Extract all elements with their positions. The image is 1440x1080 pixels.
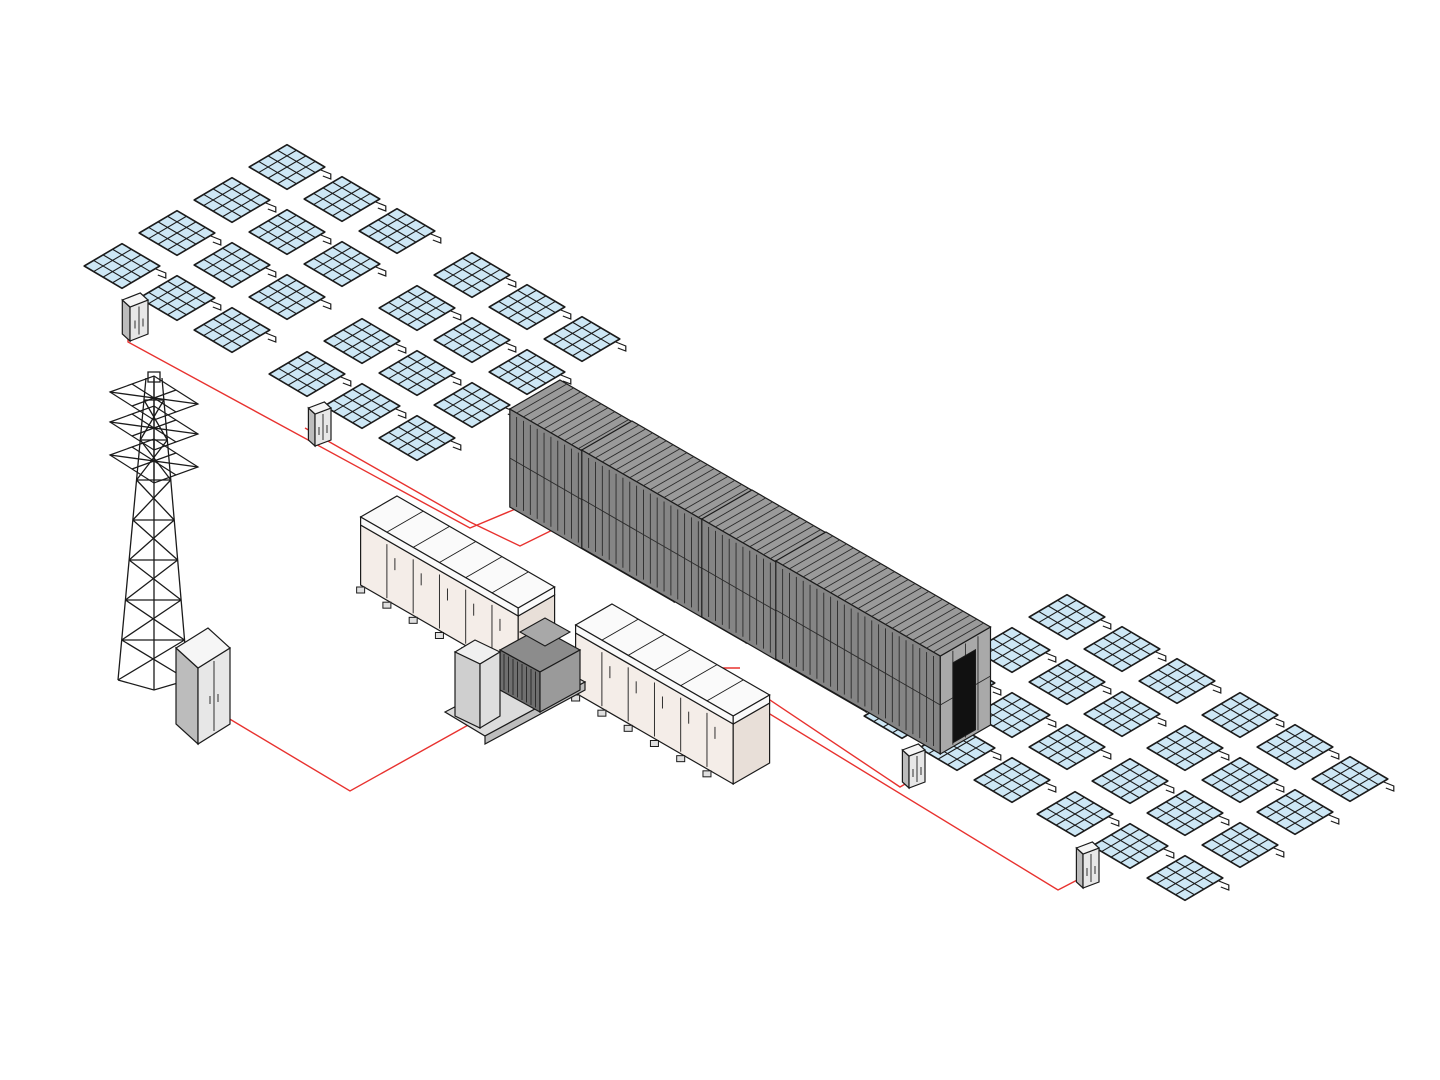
transformer-cabinet bbox=[453, 639, 502, 730]
solar-panel bbox=[83, 242, 167, 290]
combiner-box bbox=[121, 292, 150, 343]
solar-panel bbox=[248, 208, 332, 256]
solar-panel bbox=[973, 691, 1057, 739]
solar-array-north-center bbox=[268, 251, 627, 462]
solar-panel bbox=[1146, 854, 1230, 902]
solar-panel bbox=[973, 756, 1057, 804]
solar-panel bbox=[323, 382, 407, 430]
solar-panel bbox=[323, 317, 407, 365]
solar-panel bbox=[1036, 790, 1120, 838]
solar-array-south-east bbox=[1036, 691, 1395, 902]
solar-panel bbox=[433, 316, 517, 364]
solar-panel bbox=[1146, 724, 1230, 772]
solar-panel bbox=[1091, 757, 1175, 805]
combiner-box bbox=[901, 743, 927, 790]
solar-array-south-center bbox=[863, 593, 1222, 804]
grid-cabinet-body bbox=[175, 627, 231, 746]
solar-panel bbox=[1028, 593, 1112, 641]
solar-panel bbox=[1028, 658, 1112, 706]
container-open-door bbox=[952, 648, 976, 744]
pcs-skid bbox=[356, 495, 556, 678]
solar-panel bbox=[433, 381, 517, 429]
solar-panel bbox=[1201, 821, 1285, 869]
solar-panel bbox=[1083, 625, 1167, 673]
tower-cross-arm bbox=[108, 405, 200, 451]
solar-panel bbox=[433, 251, 517, 299]
solar-array-layer bbox=[83, 143, 1395, 902]
solar-panel bbox=[488, 348, 572, 396]
solar-panel bbox=[138, 209, 222, 257]
solar-panel bbox=[1256, 788, 1340, 836]
solar-panel bbox=[488, 283, 572, 331]
solar-panel bbox=[138, 274, 222, 322]
solar-panel bbox=[1146, 789, 1230, 837]
solar-panel bbox=[248, 273, 332, 321]
solar-panel bbox=[1256, 723, 1340, 771]
combiner-box bbox=[1075, 841, 1101, 890]
solar-panel bbox=[378, 284, 462, 332]
pcs-layer bbox=[356, 495, 771, 786]
solar-panel bbox=[303, 175, 387, 223]
solar-panel bbox=[378, 414, 462, 462]
solar-panel bbox=[193, 306, 277, 354]
solar-panel bbox=[1201, 756, 1285, 804]
solar-panel bbox=[1138, 657, 1222, 705]
solar-panel bbox=[193, 176, 277, 224]
solar-panel bbox=[378, 349, 462, 397]
tower-cross-arm bbox=[108, 438, 200, 484]
solar-panel bbox=[1201, 691, 1285, 739]
tower-cross-arm bbox=[108, 375, 200, 421]
solar-panel bbox=[193, 241, 277, 289]
transmission-tower bbox=[108, 371, 200, 691]
battery-container-layer bbox=[508, 379, 992, 756]
solar-panel bbox=[543, 315, 627, 363]
combiner-box bbox=[307, 401, 333, 448]
transformer-unit bbox=[443, 617, 587, 746]
combiner-box-layer bbox=[121, 292, 1101, 890]
solar-panel bbox=[303, 240, 387, 288]
solar-array-north-west bbox=[83, 143, 442, 354]
solar-panel bbox=[268, 350, 352, 398]
grid-cabinet bbox=[175, 627, 231, 746]
battery-container bbox=[774, 531, 992, 756]
pcs-skid bbox=[571, 603, 771, 786]
solar-panel bbox=[1083, 690, 1167, 738]
solar-panel bbox=[358, 207, 442, 255]
solar-panel bbox=[1028, 723, 1112, 771]
solar-panel bbox=[1091, 822, 1175, 870]
power-cable bbox=[227, 717, 471, 792]
solar-panel bbox=[1311, 755, 1395, 803]
solar-panel bbox=[248, 143, 332, 191]
